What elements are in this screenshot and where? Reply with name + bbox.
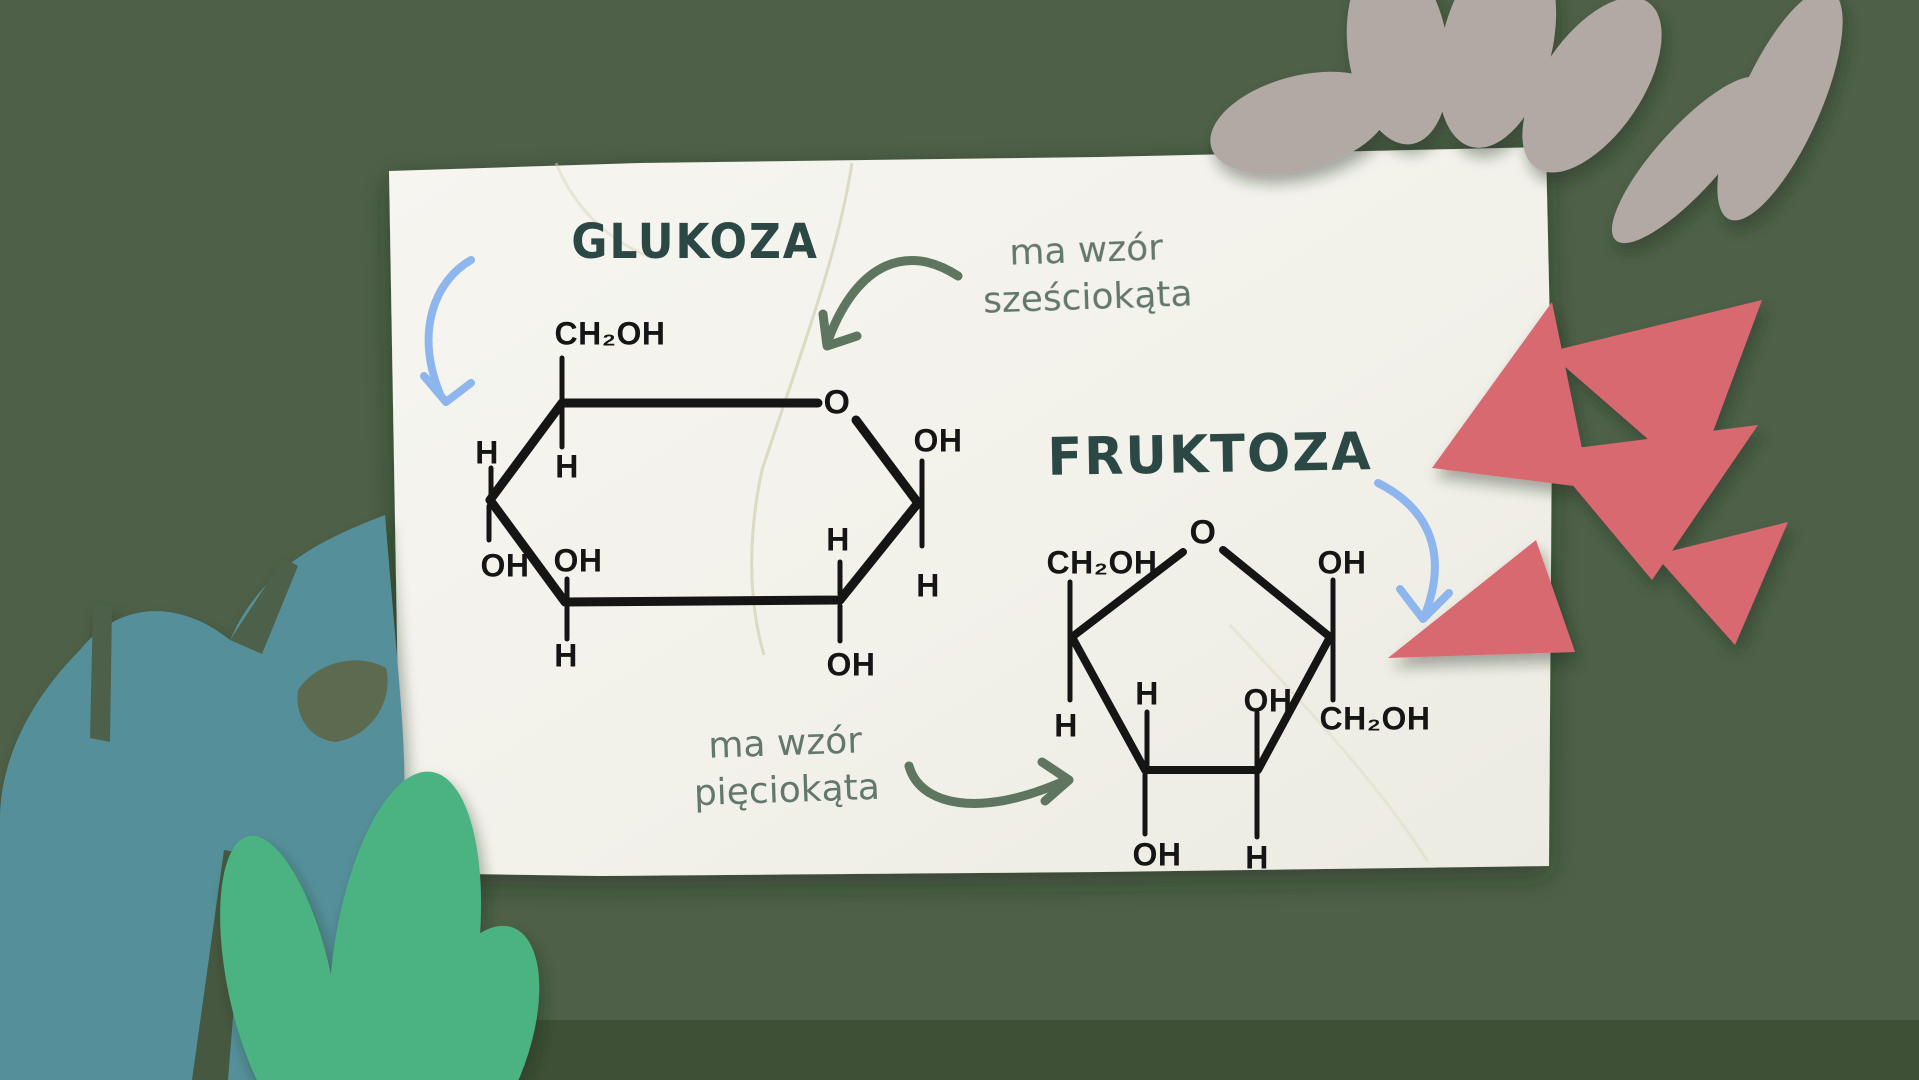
glucose-c1-oh-label: OH: [913, 422, 963, 459]
gray-flower-cutout: [1210, 0, 1843, 244]
pentagon-note-line2: pięciokąta: [693, 766, 881, 815]
pentagon-note-line1: ma wzór: [707, 720, 863, 767]
glucose-c5-ch2oh-label: CH₂OH: [554, 315, 666, 352]
fructose-c5-ch2oh-label: CH₂OH: [1046, 544, 1158, 581]
paper-texture-veins: [554, 162, 1430, 863]
green-curved-arrow-hexagon-icon: [818, 256, 963, 351]
fructose-title: FRUKTOZA: [1046, 422, 1374, 488]
fructose-ring-bonds: [1068, 546, 1334, 774]
glucose-substituent-bonds: [486, 355, 925, 644]
red-bird-cutout: [1388, 300, 1788, 658]
glucose-ring-oxygen-label: O: [823, 383, 851, 422]
paper-sheet: [389, 147, 1552, 876]
blue-curved-arrow-glucose-icon: [420, 256, 475, 406]
leaf-slit: [90, 604, 112, 742]
glucose-c5-h-label: H: [555, 448, 579, 485]
fructose-c4-oh-label: OH: [1132, 836, 1182, 873]
blue-curved-arrow-fructose-icon: [1374, 479, 1453, 623]
glucose-c3-h-label: H: [554, 637, 578, 674]
pentagon-note: ma wzór pięciokąta: [691, 717, 880, 817]
fructose-c5-h-label: H: [1054, 707, 1078, 744]
glucose-c3-oh-label: OH: [553, 542, 603, 579]
fructose-c3-oh-label: OH: [1243, 682, 1293, 719]
hexagon-note-line2: sześciokąta: [982, 273, 1194, 322]
leaf-slit: [230, 558, 298, 654]
fructose-c2-oh-label: OH: [1317, 544, 1367, 581]
fructose-ring-oxygen-label: O: [1189, 513, 1217, 552]
hexagon-note-line1: ma wzór: [1008, 227, 1164, 274]
green-curved-arrow-pentagon-icon: [904, 757, 1074, 808]
glucose-c4-h-label: H: [475, 434, 499, 471]
leaf-hole: [297, 660, 388, 742]
glucose-c2-oh-label: OH: [826, 646, 876, 683]
fructose-substituent-bonds: [1067, 577, 1336, 840]
green-plant-cutout: [220, 771, 540, 1080]
glucose-c1-h-label: H: [916, 567, 940, 604]
glucose-structure: [485, 355, 925, 644]
fructose-structure: [1067, 546, 1336, 840]
fructose-c3-h-label: H: [1245, 839, 1269, 876]
hexagon-note: ma wzór sześciokąta: [981, 223, 1194, 324]
glucose-c4-oh-label: OH: [480, 547, 530, 584]
glucose-title: GLUKOZA: [571, 214, 819, 270]
fructose-c2-ch2oh-label: CH₂OH: [1319, 700, 1431, 737]
glucose-c2-h-label: H: [826, 521, 850, 558]
fructose-c4-h-label: H: [1135, 675, 1159, 712]
